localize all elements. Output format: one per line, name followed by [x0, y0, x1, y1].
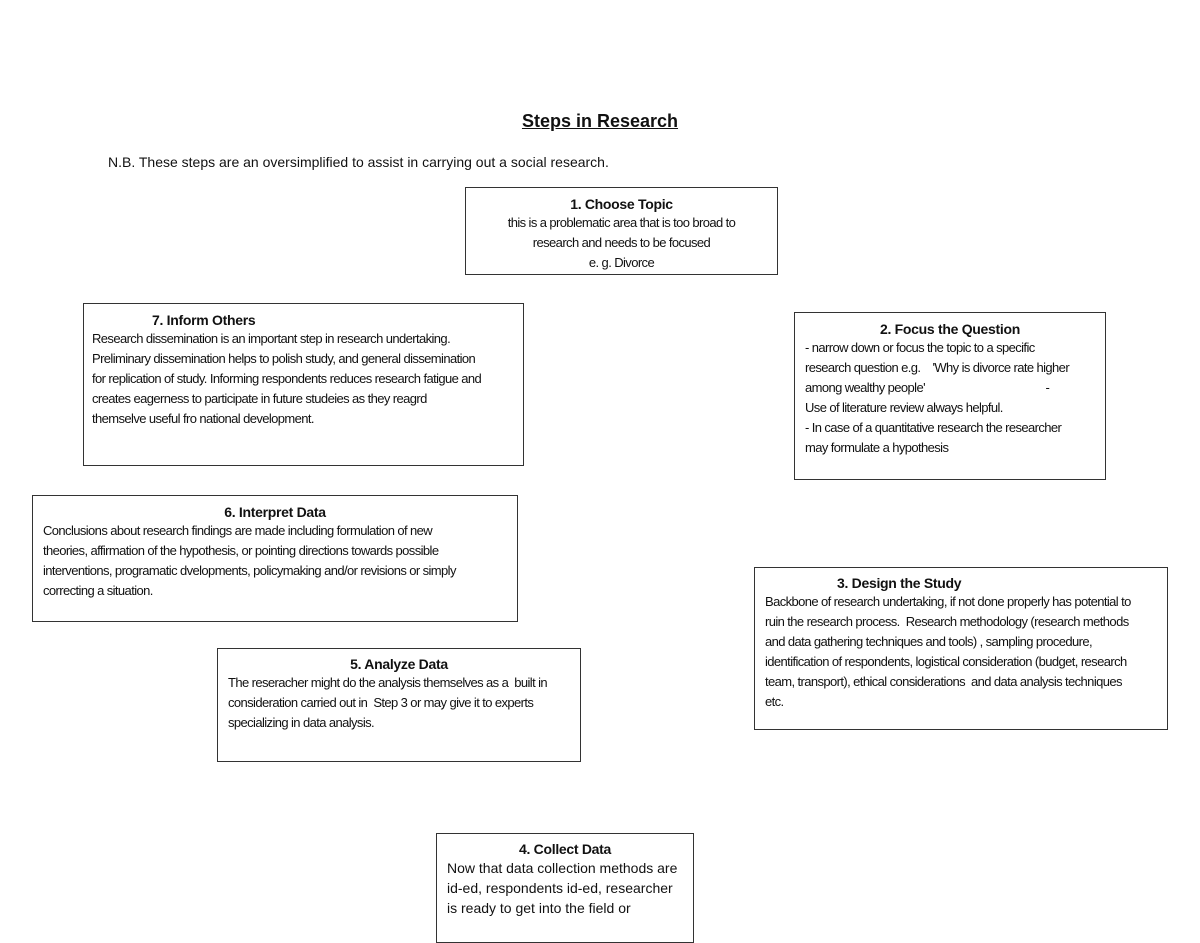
step-text-line: themselve useful fro national developmen… — [92, 411, 315, 426]
step-text-line: consideration carried out in Step 3 or m… — [228, 695, 534, 710]
step-heading: 3. Design the Study — [837, 575, 962, 591]
step-text-line: theories, affirmation of the hypothesis,… — [43, 543, 439, 558]
step-heading: 2. Focus the Question — [880, 321, 1020, 337]
step-text-line: research question e.g. 'Why is divorce r… — [805, 360, 1070, 375]
step-text-line: - In case of a quantitative research the… — [805, 420, 1062, 435]
step-text-line: Conclusions about research findings are … — [43, 523, 433, 538]
step-heading: 7. Inform Others — [152, 312, 256, 328]
step-heading: 4. Collect Data — [519, 841, 611, 857]
step-text-line: The reseracher might do the analysis the… — [228, 675, 548, 690]
step-2-box: 2. Focus the Question - narrow down or fo… — [794, 312, 1106, 480]
step-heading: 6. Interpret Data — [224, 504, 326, 520]
step-text-line: Preliminary dissemination helps to polis… — [92, 351, 476, 366]
step-text-line: interventions, programatic dvelopments, … — [43, 563, 456, 578]
step-text-line: specializing in data analysis. — [228, 715, 375, 730]
step-text-line: Research dissemination is an important s… — [92, 331, 451, 346]
step-text-line: - narrow down or focus the topic to a sp… — [805, 340, 1035, 355]
step-text-line: e. g. Divorce — [588, 255, 655, 270]
page-title: Steps in Research — [521, 111, 679, 131]
step-text-line: Use of literature review always helpful. — [805, 400, 1003, 415]
step-text-line: ruin the research process. Research meth… — [765, 614, 1129, 629]
step-text-line: creates eagerness to participate in futu… — [92, 391, 427, 406]
step-text-line: id-ed, respondents id-ed, researcher — [447, 880, 673, 896]
step-text-line: this is a problematic area that is too b… — [507, 215, 736, 230]
step-text-line: team, transport), ethical considerations… — [765, 674, 1123, 689]
note-text: N.B. These steps are an oversimplified t… — [108, 154, 609, 170]
step-text-line: may formulate a hypothesis — [805, 440, 949, 455]
step-text-line: Backbone of research undertaking, if not… — [765, 594, 1131, 609]
step-text-line: research and needs to be focused — [532, 235, 711, 250]
step-text-line: correcting a situation. — [43, 583, 153, 598]
step-text-line: identification of respondents, logistica… — [765, 654, 1127, 669]
step-heading: 5. Analyze Data — [350, 656, 448, 672]
step-text-line: among wealthy people' - — [805, 380, 1050, 395]
step-1-box: 1. Choose Topic this is a problematic are… — [465, 187, 778, 275]
step-heading: 1. Choose Topic — [570, 196, 673, 212]
step-text-line: is ready to get into the field or — [447, 900, 631, 916]
step-text-line: for replication of study. Informing resp… — [92, 371, 482, 386]
step-text-line: and data gathering techniques and tools)… — [765, 634, 1093, 649]
step-text-line: etc. — [765, 694, 784, 709]
step-text-line: Now that data collection methods are — [447, 860, 678, 876]
